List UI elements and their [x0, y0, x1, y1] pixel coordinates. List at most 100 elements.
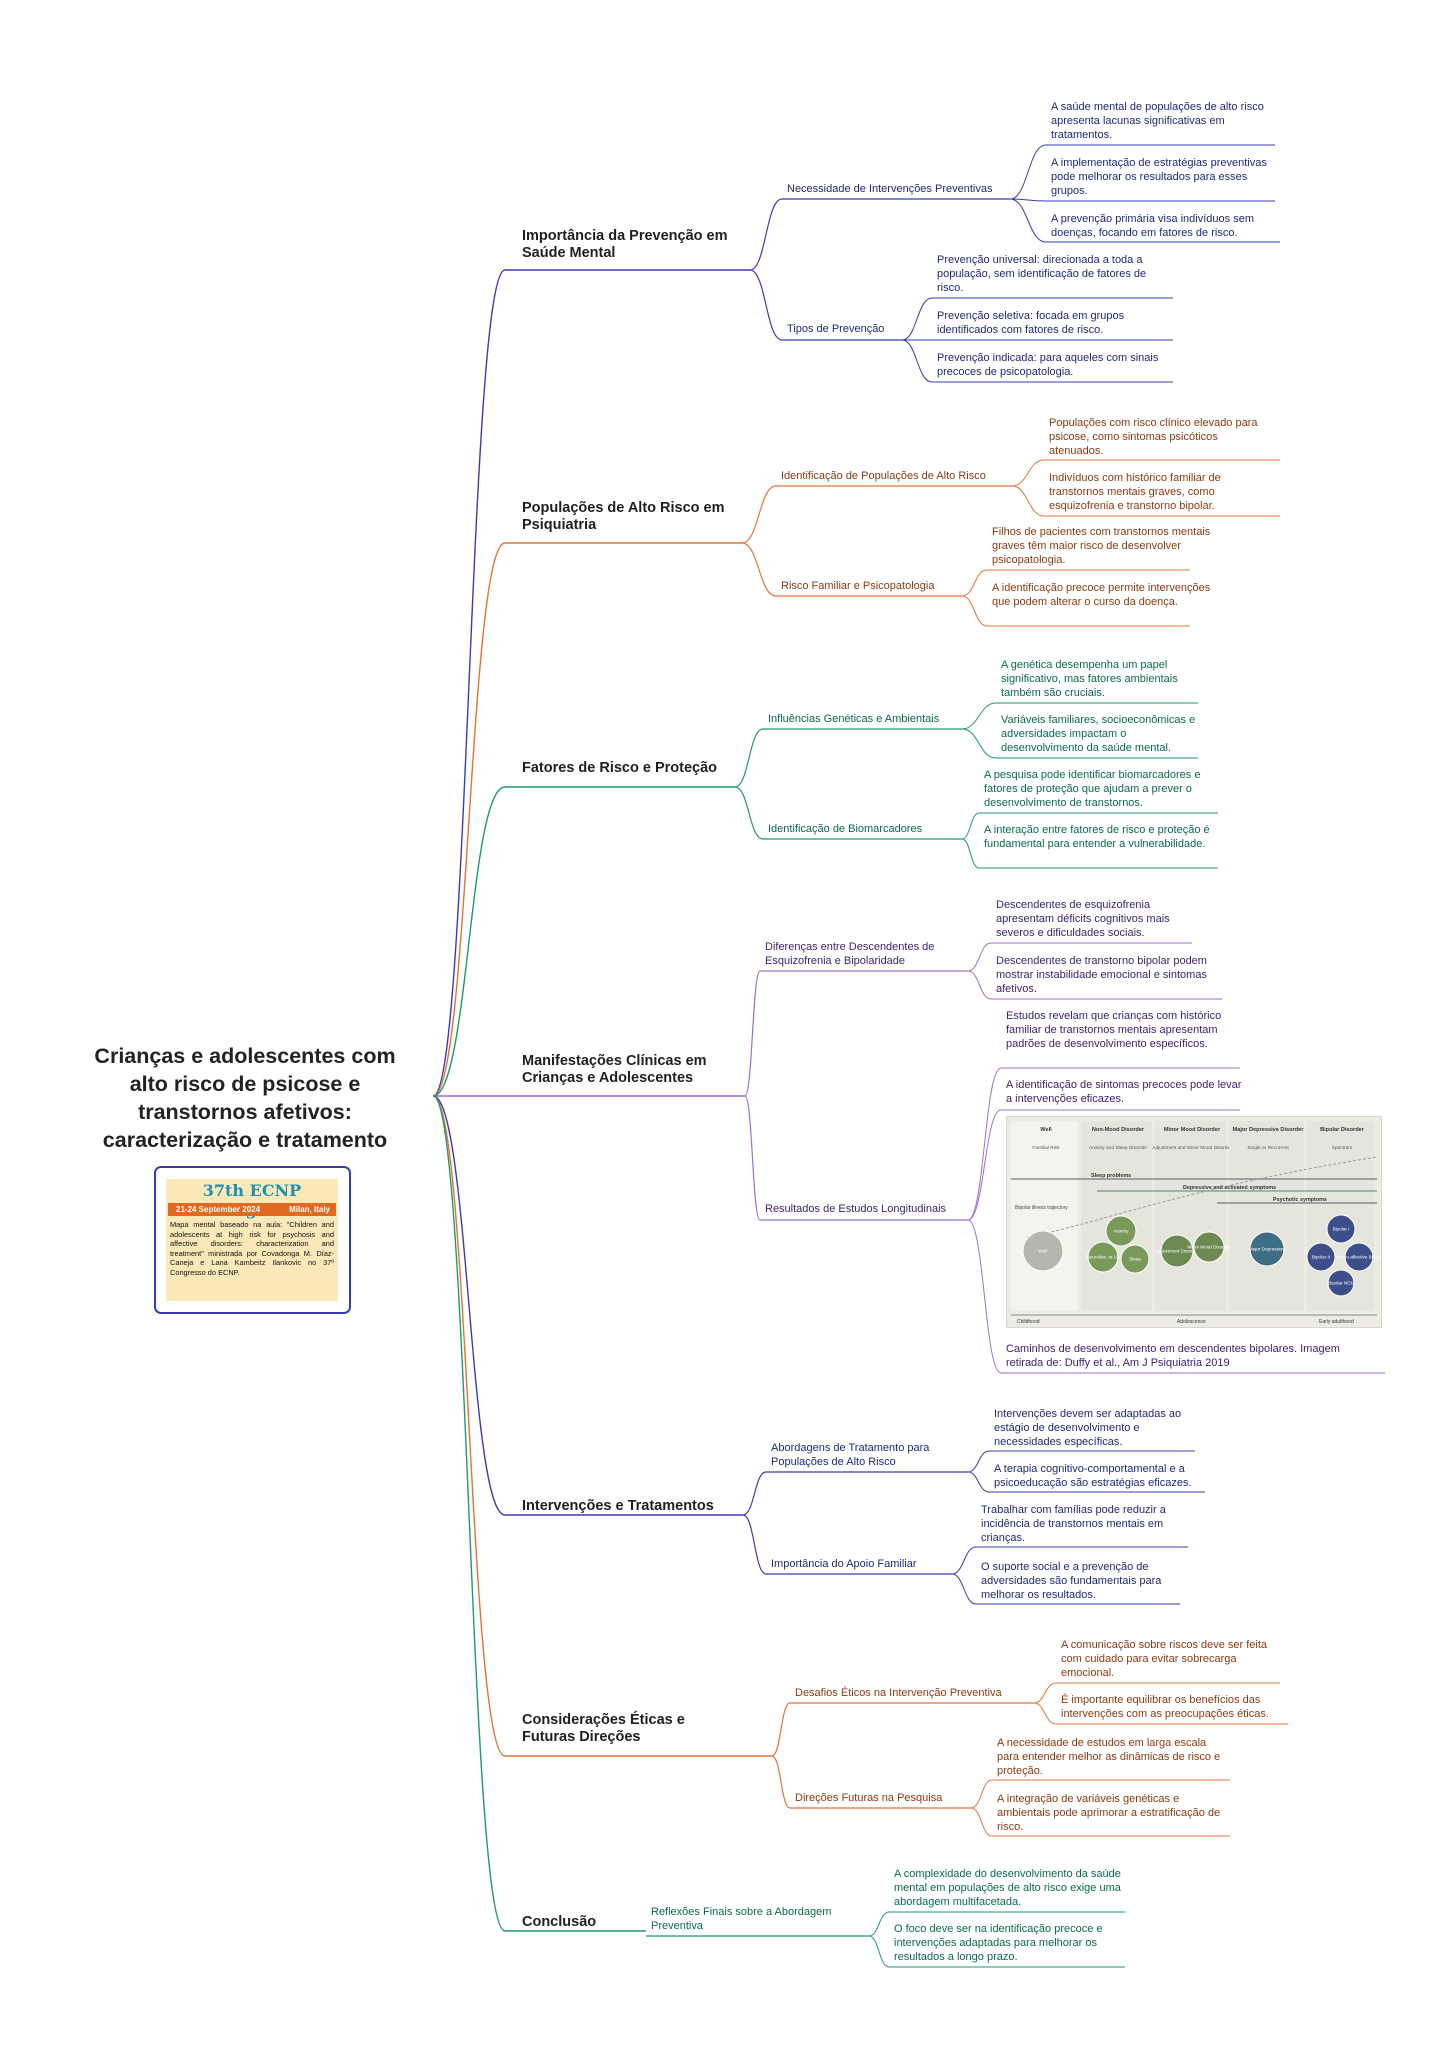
branch-fatores: Fatores de Risco e Proteção [522, 760, 718, 776]
leaf-text: Descendentes de esquizofrenia apresentam… [996, 899, 1170, 939]
leaf-text: A genética desempenha um papel significa… [1001, 659, 1178, 699]
branch-consideracoes: Considerações Éticas e Futuras Direções [522, 1712, 685, 1745]
sub-influencias: Influências Genéticas e Ambientais [768, 713, 940, 725]
leaf-connector [951, 1573, 977, 1605]
sub-risco-familiar: Risco Familiar e Psicopatologia [781, 580, 935, 592]
event-place: Milan, Italy [289, 1205, 330, 1214]
figure-column-title: Non-Mood Disorder [1092, 1127, 1145, 1133]
leaf-text: Variáveis familiares, socioeconômicas e … [1001, 714, 1196, 754]
leaf-text: Populações com risco clínico elevado par… [1049, 417, 1258, 457]
figure-circle-label: Major Depression [1249, 1247, 1285, 1252]
figure-circle-label: Minor Mood Disorder [1188, 1245, 1231, 1250]
figure-column-note: Familial Risk [1032, 1145, 1060, 1151]
sub-direcoes: Direções Futuras na Pesquisa [795, 1792, 943, 1804]
figure-circle [1344, 1242, 1374, 1272]
figure-circle [1105, 1215, 1137, 1247]
leaf-text: A interação entre fatores de risco e pro… [984, 824, 1210, 850]
leaf-connector [1009, 198, 1047, 243]
event-description: Mapa mental baseado na aula: "Children a… [170, 1220, 334, 1277]
leaf-connector [1009, 144, 1047, 200]
leaf-connector [961, 838, 980, 869]
figure-circle [1193, 1231, 1225, 1263]
figure-circle [1160, 1234, 1194, 1268]
branch-conclusao: Conclusão [522, 1914, 597, 1930]
leaf-text: A saúde mental de populações de alto ris… [1051, 101, 1264, 141]
figure-trajectory-line [1026, 1156, 1378, 1238]
leaf-connector [1009, 198, 1047, 202]
figure-stage-label: Early adulthood [1319, 1319, 1354, 1325]
leaf-connector [1033, 1702, 1057, 1725]
figure-caption: Caminhos de desenvolvimento em descenden… [1006, 1343, 1340, 1369]
figure-column-title: Bipolar Disorder [1320, 1127, 1365, 1133]
figure-circle [1306, 1242, 1336, 1272]
leaf-text: Estudos revelam que crianças com históri… [1006, 1010, 1222, 1050]
leaf-connector [970, 1807, 993, 1837]
leaf-connector [970, 1779, 993, 1809]
sub-reflexoes: Reflexões Finais sobre a Abordagem Preve… [651, 1906, 832, 1932]
branch-connector [432, 542, 506, 1097]
figure-column-note: Adjustment and Minor Mood Disorder [1152, 1145, 1232, 1151]
leaf-connector [961, 702, 997, 730]
figure-circle [1120, 1244, 1150, 1274]
leaf-connector [961, 728, 997, 759]
leaf-text: Prevenção indicada: para aqueles com sin… [937, 352, 1159, 378]
leaf-connector [1011, 485, 1045, 517]
leaf-text: O foco deve ser na identificação precoce… [894, 1923, 1103, 1963]
leaf-text: A pesquisa pode identificar biomarcadore… [984, 769, 1201, 809]
branch-connector [432, 786, 506, 1097]
leaf-connector [967, 1450, 990, 1473]
branch-connector [432, 269, 506, 1097]
event-card-inner: 37th ECNP Congress 21-24 September 2024 … [166, 1179, 338, 1301]
leaf-connector [967, 1219, 1002, 1374]
event-bar: 21-24 September 2024 Milan, Italy [168, 1203, 336, 1216]
leaf-text: Intervenções devem ser adaptadas ao está… [994, 1408, 1182, 1448]
figure-circle-label: Bipolar NOS [1328, 1281, 1354, 1286]
figure-circle-label: Adjustment Disorder [1156, 1249, 1198, 1254]
leaf-connector [868, 1911, 890, 1937]
sub-connector [744, 1095, 761, 1221]
figure-column [1229, 1121, 1304, 1311]
sub-connector [742, 1514, 767, 1575]
sub-necessidade: Necessidade de Intervenções Preventivas [787, 183, 993, 195]
figure-stage-label: Adolescence [1177, 1319, 1206, 1325]
sub-abordagens: Abordagens de Tratamento para Populações… [771, 1442, 930, 1468]
leaf-text: A necessidade de estudos em larga escala… [997, 1737, 1221, 1777]
sub-biomarcadores: Identificação de Biomarcadores [768, 823, 923, 835]
figure-column-title: Well [1040, 1127, 1052, 1133]
leaf-connector [868, 1935, 890, 1968]
sub-connector [742, 1471, 767, 1516]
figure-column-title: Minor Mood Disorder [1164, 1127, 1221, 1133]
leaf-connector [967, 942, 992, 972]
sub-desafios: Desafios Éticos na Intervenção Preventiv… [795, 1687, 1002, 1699]
sub-connector [749, 198, 783, 271]
figure-circle-label: Bipolar I [1333, 1227, 1350, 1232]
sub-connector [749, 269, 783, 341]
figure-band-label: Psychotic symptoms [1273, 1197, 1327, 1203]
branch-connector [432, 1095, 506, 1932]
sub-connector [741, 485, 777, 544]
figure-circle [1087, 1241, 1119, 1273]
leaf-text: Filhos de pacientes com transtornos ment… [992, 526, 1211, 566]
figure-band-label: Sleep problems [1091, 1173, 1131, 1179]
leaf-text: Indivíduos com histórico familiar de tra… [1049, 472, 1221, 512]
figure-column [1155, 1121, 1226, 1311]
sub-connector [744, 970, 761, 1097]
leaf-text: A complexidade do desenvolvimento da saú… [894, 1868, 1121, 1908]
leaf-connector [967, 1471, 990, 1493]
branch-connector [432, 1095, 506, 1516]
sub-connector [734, 786, 764, 840]
sub-estudos: Resultados de Estudos Longitudinais [765, 1203, 947, 1215]
leaf-text: A prevenção primária visa indivíduos sem… [1051, 213, 1254, 239]
figure-column [1081, 1121, 1152, 1311]
leaf-text: A identificação precoce permite interven… [992, 582, 1211, 608]
sub-connector [734, 728, 764, 788]
leaf-connector [961, 812, 980, 840]
leaf-text: A integração de variáveis genéticas e am… [997, 1793, 1221, 1833]
figure-trajectory-label: Bipolar illness trajectory [1015, 1205, 1068, 1211]
figure-circle [1326, 1214, 1356, 1244]
sub-tipos: Tipos de Prevenção [787, 323, 885, 335]
leaf-connector [967, 970, 992, 1000]
branch-prevencao: Importância da Prevenção em Saúde Mental [522, 228, 728, 261]
